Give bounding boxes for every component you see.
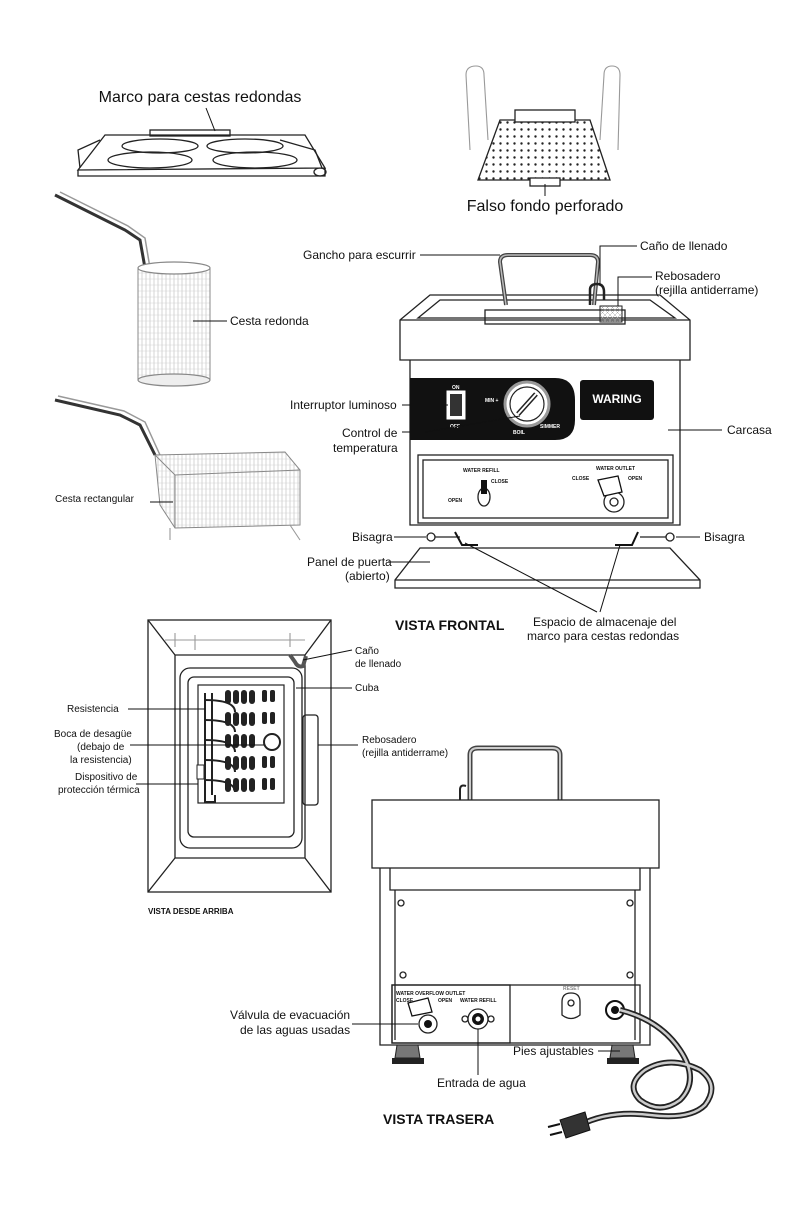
label-espacio-1: Espacio de almacenaje del [533,615,676,629]
round-basket-drawing [54,191,211,387]
label-carcasa: Carcasa [727,423,772,437]
panel-open2: OPEN [628,476,643,482]
front-view-drawing [394,253,701,589]
label-boca-1: Boca de desagüe [54,729,132,740]
brand-logo: WARING [592,392,641,406]
panel-open: OPEN [448,498,463,504]
label-cuba: Cuba [355,683,379,694]
label-espacio-2: marco para cestas redondas [527,629,679,643]
label-panel-1: Panel de puerta [307,555,392,569]
label-control-2: temperatura [333,441,398,455]
label-dispositivo-1: Dispositivo de [75,772,138,783]
label-control-1: Control de [342,426,398,440]
label-marco-cestas: Marco para cestas redondas [99,89,302,106]
label-valvula-1: Válvula de evacuación [230,1008,350,1022]
label-gancho: Gancho para escurrir [303,248,416,262]
panel-water-refill: WATER REFILL [463,468,500,474]
label-entrada: Entrada de agua [437,1076,526,1090]
round-basket-frame-drawing [76,129,327,177]
label-cesta-rectangular: Cesta rectangular [55,494,135,505]
rear-close: CLOSE [396,998,414,1004]
label-boca-3: la resistencia) [70,755,132,766]
label-pies: Pies ajustables [513,1044,594,1058]
panel-min: MIN + [485,398,499,404]
label-top-cano-1: Caño [355,646,379,657]
label-cesta-redonda: Cesta redonda [230,314,309,328]
leader-espacio-a [464,542,598,613]
label-bisagra-der: Bisagra [704,530,745,544]
label-vista-trasera: VISTA TRASERA [383,1111,494,1127]
leader-rebosadero [617,276,652,306]
panel-close: CLOSE [491,479,509,485]
label-rebosadero-top-1: Rebosadero [362,735,417,746]
label-boca-2: (debajo de [77,742,125,753]
perforated-false-bottom-drawing [465,65,621,187]
panel-water-outlet: WATER OUTLET [596,466,635,472]
rear-open: OPEN [438,998,453,1004]
label-vista-frontal: VISTA FRONTAL [395,617,505,633]
label-bisagra-izq: Bisagra [352,530,393,544]
rear-reset: RESET [563,986,580,992]
leader-espacio-b [599,544,621,613]
label-cano-llenado: Caño de llenado [640,239,728,253]
label-rebosadero-1: Rebosadero [655,269,721,283]
label-interruptor: Interruptor luminoso [290,398,397,412]
label-dispositivo-2: protección térmica [58,785,140,796]
leader-marco [205,107,216,132]
label-valvula-2: de las aguas usadas [240,1023,350,1037]
label-rebosadero-top-2: (rejilla antiderrame) [362,748,448,759]
leader-control [402,415,521,433]
rear-water-refill: WATER REFILL [460,998,497,1004]
rectangular-basket-drawing [54,395,301,541]
panel-close2: CLOSE [572,476,590,482]
label-top-cano-2: de llenado [355,659,402,670]
panel-on: ON [452,385,460,391]
label-resistencia: Resistencia [67,704,119,715]
rear-view-drawing [371,745,715,1139]
leader-top-cano [302,649,353,661]
label-rebosadero-2: (rejilla antiderrame) [655,283,758,297]
label-vista-arriba: VISTA DESDE ARRIBA [148,907,234,916]
label-falso-fondo: Falso fondo perforado [467,198,624,215]
label-panel-2: (abierto) [345,569,390,583]
panel-simmer: SIMMER [540,424,560,430]
leader-cano [599,245,637,286]
top-view-drawing [147,619,332,893]
rear-overflow-outlet: WATER OVERFLOW OUTLET [396,991,465,997]
panel-boil: BOIL [513,430,525,436]
